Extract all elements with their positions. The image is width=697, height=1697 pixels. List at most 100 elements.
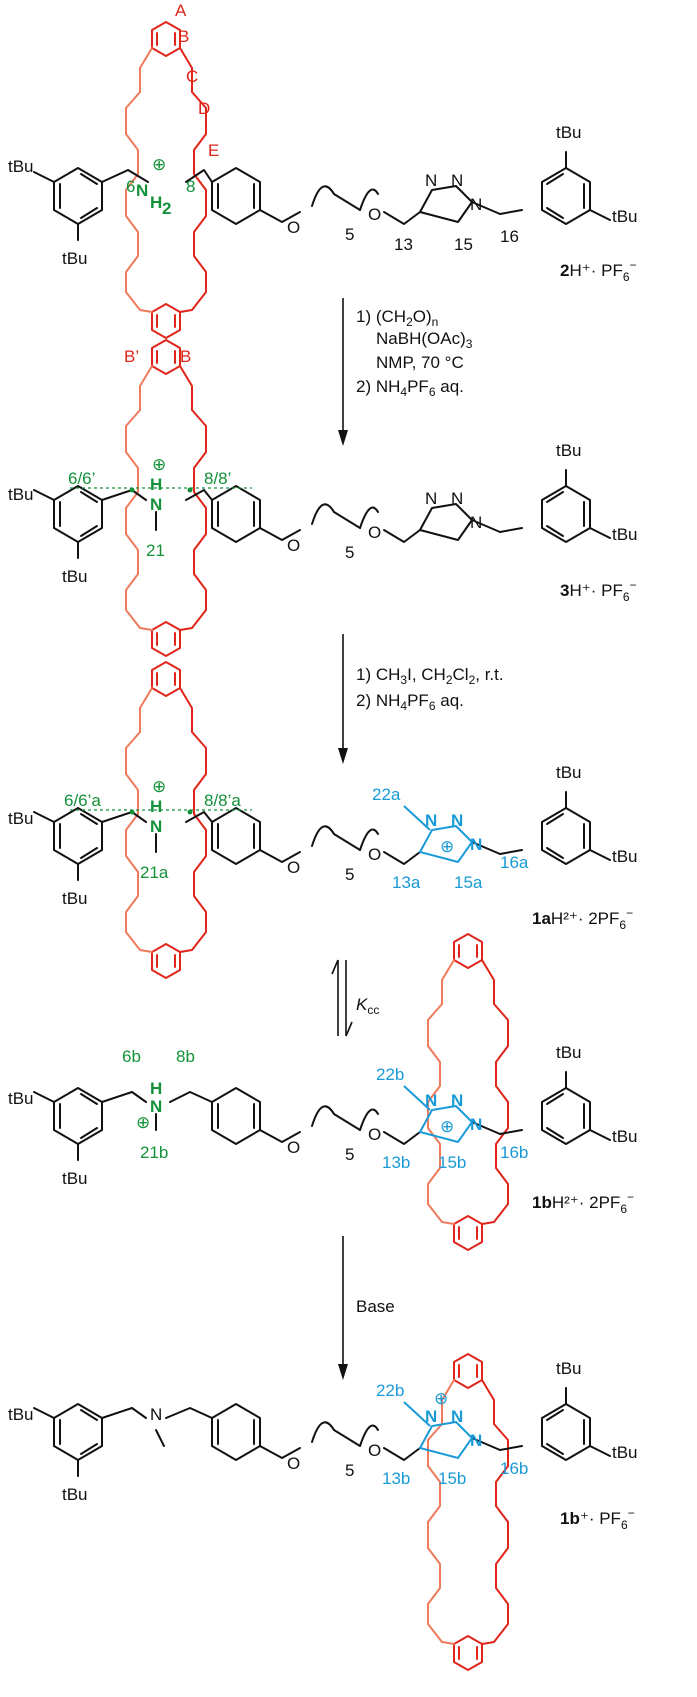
nh2-sub: 2	[162, 199, 171, 218]
n-1a-c: N	[470, 835, 482, 854]
arrow-head-2	[338, 748, 348, 764]
plus-1bp-triazole: ⊕	[434, 1389, 448, 1408]
plus-1b: ⊕	[136, 1113, 150, 1132]
label-15a: 15a	[454, 873, 483, 892]
ring-label-b-3: B	[180, 347, 191, 366]
step1-line3: NMP, 70 °C	[376, 353, 464, 372]
label-21a: 21a	[140, 863, 169, 882]
n-3a: N	[425, 489, 437, 508]
o-1b-a: O	[287, 1138, 300, 1157]
arrow-head-1	[338, 430, 348, 446]
sub5-2: 5	[345, 225, 354, 244]
nh-3-n: N	[150, 495, 162, 514]
label-16b-2: 16b	[500, 1459, 528, 1478]
nh-1a-h: H	[150, 797, 162, 816]
compound-1b-plus	[33, 1353, 611, 1671]
plus-1a-triazole: ⊕	[440, 837, 454, 856]
compound-1b	[33, 933, 611, 1251]
o-1bp-a: O	[287, 1454, 300, 1473]
sub5-1bp: 5	[345, 1461, 354, 1480]
label-15: 15	[454, 235, 473, 254]
compound-1bp-label: 1b⁺· PF6−	[560, 1506, 635, 1532]
nh2-h: H	[150, 193, 162, 212]
n-1b-c: N	[470, 1115, 482, 1134]
nh-1b-n: N	[150, 1097, 162, 1116]
o-1bp-b: O	[368, 1441, 381, 1460]
n-3b: N	[451, 489, 463, 508]
label-13a: 13a	[392, 873, 421, 892]
step1-line1: 1) (CH2O)n	[356, 307, 438, 329]
nh-3-h: H	[150, 475, 162, 494]
label-6-6p: 6/6’	[68, 469, 95, 488]
step2-line1: 1) CH3I, CH2Cl2, r.t.	[356, 665, 504, 687]
label-15b-2: 15b	[438, 1469, 466, 1488]
compound-3-label: 3H⁺· PF6−	[560, 578, 637, 604]
n-1bp-c: N	[470, 1431, 482, 1450]
label-15b: 15b	[438, 1153, 466, 1172]
n-1bp-a: N	[425, 1407, 437, 1426]
plus-2: ⊕	[152, 155, 166, 174]
label-22b: 22b	[376, 1065, 404, 1084]
tbu-3b: tBu	[62, 567, 88, 586]
o-1b-b: O	[368, 1125, 381, 1144]
tbu-3a: tBu	[8, 485, 34, 504]
compound-1b-label: 1bH²⁺· 2PF6−	[532, 1190, 634, 1216]
label-13: 13	[394, 235, 413, 254]
plus-3: ⊕	[152, 455, 166, 474]
tbu-1bp-b: tBu	[62, 1485, 88, 1504]
tbu-1bp-d: tBu	[612, 1443, 638, 1462]
ring-label-bprime: B’	[124, 347, 139, 366]
tbu-2c: tBu	[556, 123, 582, 142]
n-2c: N	[470, 195, 482, 214]
tbu-3d: tBu	[612, 525, 638, 544]
o-2a: O	[287, 218, 300, 237]
tbu-1a-b: tBu	[62, 889, 88, 908]
compound-2-label: 2H⁺· PF6−	[560, 258, 637, 284]
label-6b: 6b	[122, 1047, 141, 1066]
label-16: 16	[500, 227, 519, 246]
tbu-2d: tBu	[612, 207, 638, 226]
tbu-1b-b: tBu	[62, 1169, 88, 1188]
o-3b: O	[368, 523, 381, 542]
tbu-1b-d: tBu	[612, 1127, 638, 1146]
n-1b-a: N	[425, 1091, 437, 1110]
label-16a: 16a	[500, 853, 529, 872]
label-16b: 16b	[500, 1143, 528, 1162]
label-21: 21	[146, 541, 165, 560]
step2-line2: 2) NH4PF6 aq.	[356, 691, 464, 713]
n-3c: N	[470, 513, 482, 532]
tbu-1bp-c: tBu	[556, 1359, 582, 1378]
n-1bp-b: N	[451, 1407, 463, 1426]
plus-1b-triazole: ⊕	[440, 1117, 454, 1136]
ring-label-e: E	[208, 141, 219, 160]
sub5-1a: 5	[345, 865, 354, 884]
n-2a: N	[425, 171, 437, 190]
label-6: 6	[126, 177, 135, 196]
n-1b-b: N	[451, 1091, 463, 1110]
n-1a-a: N	[425, 811, 437, 830]
label-21b: 21b	[140, 1143, 168, 1162]
o-1a-b: O	[368, 845, 381, 864]
step3-label: Base	[356, 1297, 395, 1316]
sub5-3: 5	[345, 543, 354, 562]
label-13b: 13b	[382, 1153, 410, 1172]
tbu-3c: tBu	[556, 441, 582, 460]
tbu-1bp-a: tBu	[8, 1405, 34, 1424]
label-22a: 22a	[372, 785, 401, 804]
label-8-8p: 8/8’	[204, 469, 231, 488]
n-2b: N	[451, 171, 463, 190]
n-1a-b: N	[451, 811, 463, 830]
label-22b-2: 22b	[376, 1381, 404, 1400]
label-8b: 8b	[176, 1047, 195, 1066]
label-13b-2: 13b	[382, 1469, 410, 1488]
tbu-1a-a: tBu	[8, 809, 34, 828]
compound-3	[33, 339, 611, 657]
equilibrium-constant: Kcc	[356, 995, 379, 1017]
o-2b: O	[368, 205, 381, 224]
sub5-1b: 5	[345, 1145, 354, 1164]
compound-1a	[33, 661, 611, 979]
tbu-2a: tBu	[8, 157, 34, 176]
arrow-head-3	[338, 1364, 348, 1380]
ring-label-b: B	[178, 27, 189, 46]
